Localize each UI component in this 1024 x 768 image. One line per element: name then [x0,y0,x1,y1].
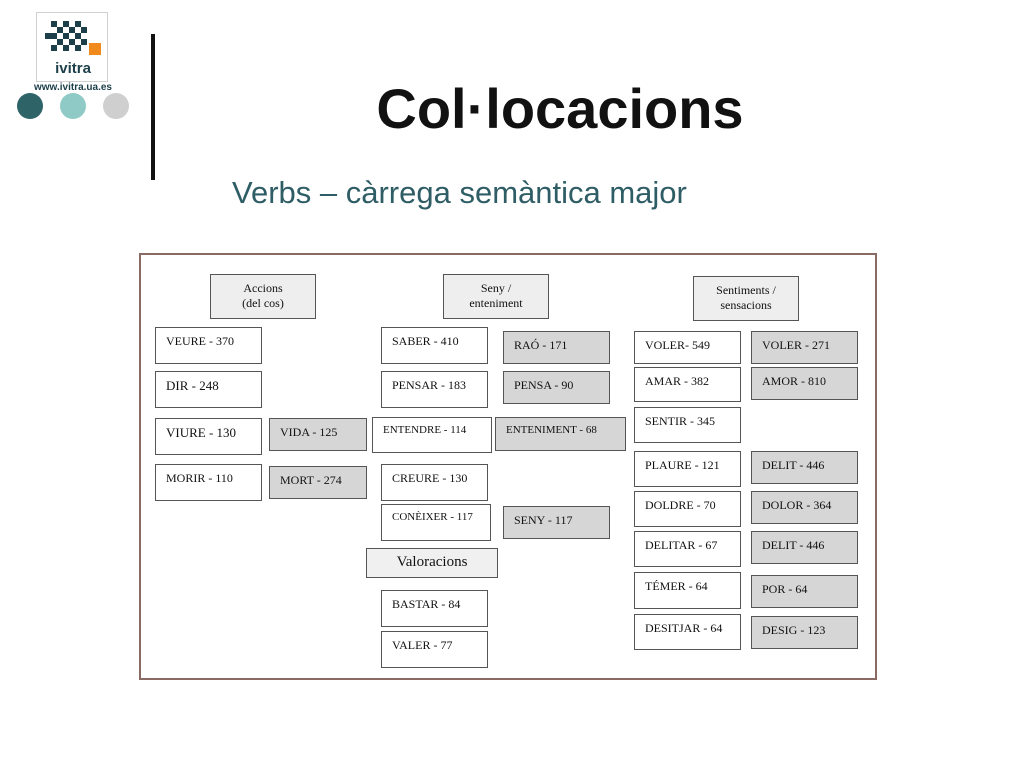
ivitra-logo: ivitra [36,12,108,82]
box-seny: SENY - 117 [503,506,610,539]
box-valoracions: Valoracions [366,548,498,578]
box-desig: DESIG - 123 [751,616,858,649]
box-morir: MORIR - 110 [155,464,262,501]
box-enteniment: ENTENIMENT - 68 [495,417,626,451]
header-sentiments: Sentiments / sensacions [693,276,799,321]
box-dir: DIR - 248 [155,371,262,408]
box-bastar: BASTAR - 84 [381,590,488,627]
ivitra-logo-graphic: ivitra [45,21,101,77]
box-valer: VALER - 77 [381,631,488,668]
header-seny-line2: enteniment [469,296,523,310]
box-delit-2: DELIT - 446 [751,531,858,564]
box-sentir: SENTIR - 345 [634,407,741,443]
header-sentiments-line1: Sentiments / [716,283,776,297]
title-divider [151,34,155,180]
header-seny-line1: Seny / [480,281,512,295]
box-voler-noun: VOLER - 271 [751,331,858,364]
box-voler-verb: VOLER- 549 [634,331,741,364]
box-delitar: DELITAR - 67 [634,531,741,567]
box-pensa: PENSA - 90 [503,371,610,404]
decorative-dot-gray [103,93,129,119]
header-accions-line1: Accions [243,281,283,295]
decorative-dot-light [60,93,86,119]
box-viure: VIURE - 130 [155,418,262,455]
box-desitjar: DESITJAR - 64 [634,614,741,650]
box-amor: AMOR - 810 [751,367,858,400]
collocations-diagram: Accions (del cos) Seny / enteniment Sent… [139,253,877,680]
header-accions-line2: (del cos) [242,296,284,310]
slide-title: Col·locacions [376,77,744,140]
box-saber: SABER - 410 [381,327,488,364]
box-veure: VEURE - 370 [155,327,262,364]
header-seny: Seny / enteniment [443,274,549,319]
box-coneixer: CONÈIXER - 117 [381,504,491,541]
box-creure: CREURE - 130 [381,464,488,501]
logo-url: www.ivitra.ua.es [34,82,112,93]
box-pensar: PENSAR - 183 [381,371,488,408]
box-mort: MORT - 274 [269,466,367,499]
decorative-dot-dark [17,93,43,119]
slide-subtitle: Verbs – càrrega semàntica major [232,175,687,210]
box-por: POR - 64 [751,575,858,608]
box-entendre: ENTENDRE - 114 [372,417,492,453]
box-vida: VIDA - 125 [269,418,367,451]
box-dolor: DOLOR - 364 [751,491,858,524]
box-amar: AMAR - 382 [634,367,741,402]
header-sentiments-line2: sensacions [720,298,772,312]
box-rao: RAÓ - 171 [503,331,610,364]
box-temer: TÉMER - 64 [634,572,741,609]
box-delit-1: DELIT - 446 [751,451,858,484]
header-accions: Accions (del cos) [210,274,316,319]
svg-text:ivitra: ivitra [55,60,92,77]
box-doldre: DOLDRE - 70 [634,491,741,527]
box-plaure: PLAURE - 121 [634,451,741,487]
